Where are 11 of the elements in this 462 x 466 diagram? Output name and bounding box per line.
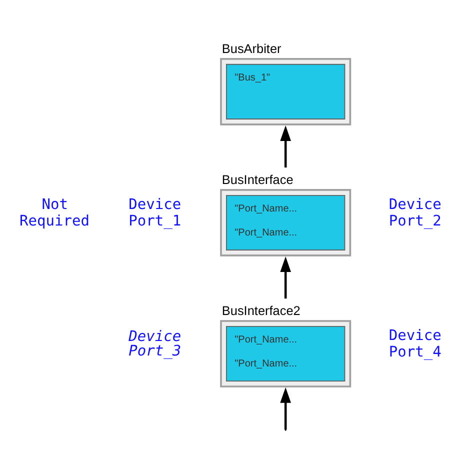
arrow (280, 256, 292, 298)
label: Device Port_2 (388, 195, 442, 229)
node-label: BusInterface2 (222, 302, 300, 318)
arrow (280, 386, 292, 430)
node-label: BusInterface (222, 171, 294, 186)
arrow (280, 124, 292, 168)
label: Device Port_1 (128, 195, 182, 229)
label: Not Required (19, 195, 90, 229)
node-label: BusArbiter (222, 40, 282, 56)
label: Device Port_3 (128, 327, 182, 359)
label: Device Port_4 (388, 326, 442, 360)
